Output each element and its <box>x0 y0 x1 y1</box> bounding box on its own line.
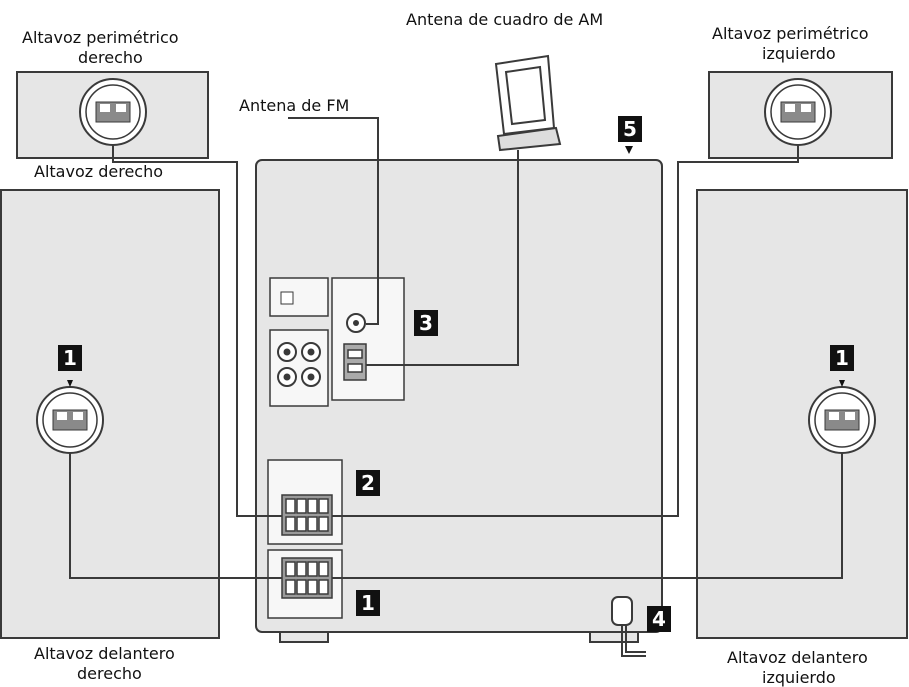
rca-jack-block <box>269 329 329 407</box>
antenna-terminal-block <box>331 277 405 401</box>
badge-surround-terminals: 2 <box>356 470 380 496</box>
front-left-speaker-body <box>696 189 908 639</box>
front-right-speaker-body <box>0 189 220 639</box>
badge-antenna-terminals: 3 <box>414 310 438 336</box>
fm-antenna-label: Antena de FM <box>239 96 350 115</box>
wires <box>69 117 843 657</box>
badge-unit: 5 <box>618 116 642 142</box>
am-antenna-label: Antena de cuadro de AM <box>406 10 604 29</box>
am-antenna-terminal <box>343 343 367 381</box>
front-right-label-line1: Altavoz delantero <box>34 644 175 663</box>
am-loop-antenna <box>494 54 562 152</box>
unit-foot-right <box>589 631 639 643</box>
badge-power-cord: 4 <box>647 606 671 632</box>
right-speaker-label: Altavoz derecho <box>34 162 164 181</box>
front-left-label-line2: izquierdo <box>762 668 836 687</box>
surround-left-label-line1: Altavoz perimétrico <box>712 24 869 43</box>
surround-right-label-line2: derecho <box>78 48 143 67</box>
surround-left-label-line2: izquierdo <box>762 44 836 63</box>
badge-front-right: 1 <box>58 345 82 371</box>
front-left-pointer-arrow <box>839 380 845 387</box>
power-cord-clip <box>611 596 633 626</box>
surround-speaker-terminals <box>281 494 333 536</box>
port-square <box>280 291 294 305</box>
speaker-terminal-plate <box>79 78 147 146</box>
unit-foot-left <box>279 631 329 643</box>
unit-pointer-arrow <box>625 146 633 154</box>
port-block-upper <box>269 277 329 317</box>
speaker-terminal-plate <box>808 386 876 454</box>
badge-front-left: 1 <box>830 345 854 371</box>
badge-front-terminals: 1 <box>356 590 380 616</box>
front-speaker-terminals <box>281 557 333 599</box>
front-left-label-line1: Altavoz delantero <box>727 648 868 667</box>
front-right-label-line2: derecho <box>77 664 142 683</box>
surround-right-label-line1: Altavoz perimétrico <box>22 28 179 47</box>
speaker-terminal-plate <box>36 386 104 454</box>
front-right-pointer-arrow <box>67 380 73 387</box>
speaker-terminal-plate <box>764 78 832 146</box>
